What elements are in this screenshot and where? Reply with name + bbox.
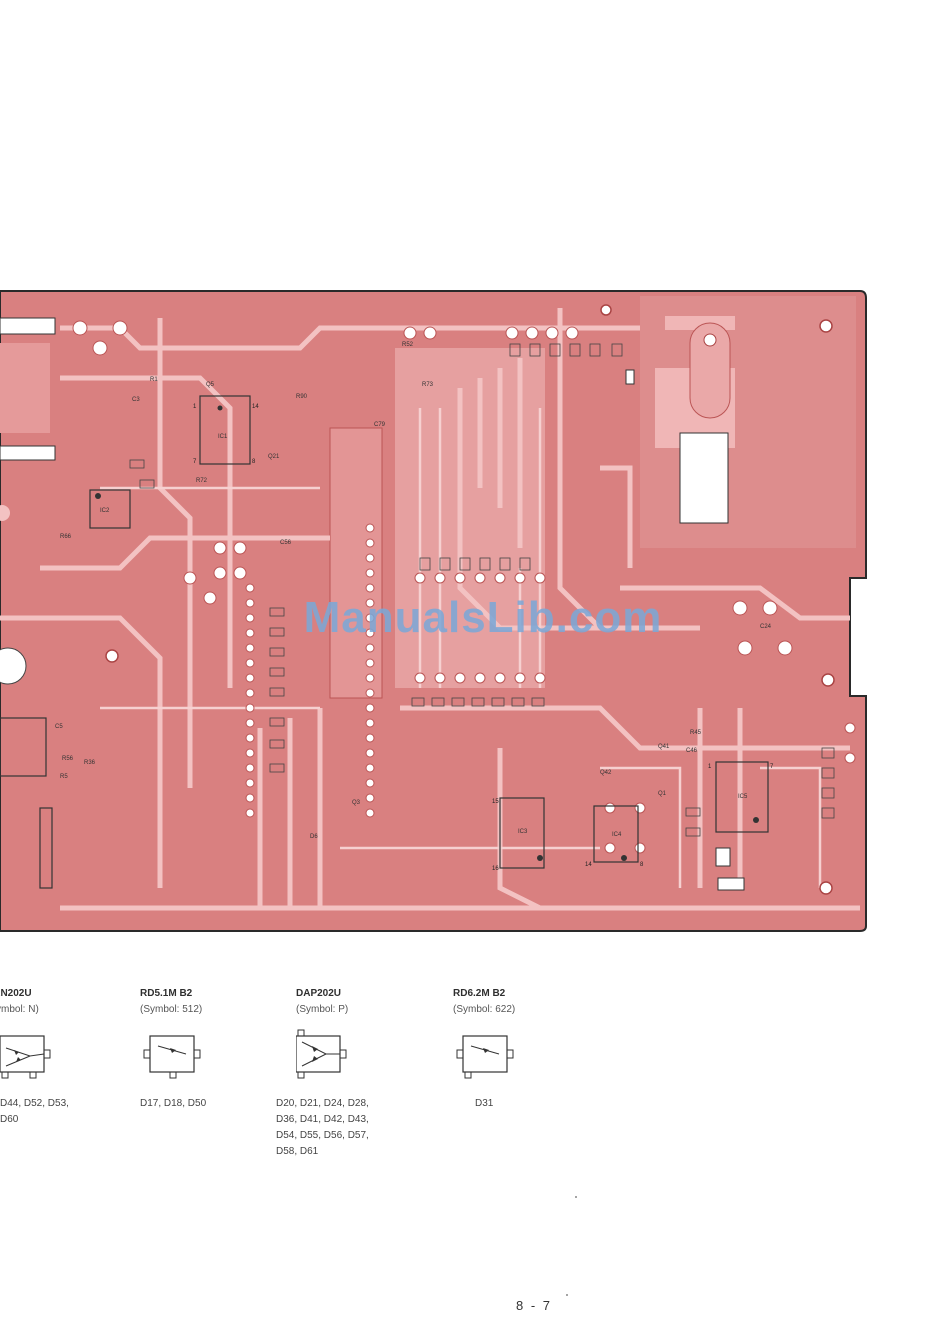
diode-name: RD5.1M B2 xyxy=(140,988,193,999)
board-label: D6 xyxy=(310,834,318,840)
diode-ref-line: D17, D18, D50 xyxy=(140,1098,207,1109)
pin-label: 16 xyxy=(492,866,499,872)
diode-package-icon xyxy=(0,1026,150,1092)
pcb-layout-drawing: Q5 C3 R1 IC1 IC2 IC3 IC4 IC5 R52 R73 Q41… xyxy=(0,290,867,932)
board-label: C56 xyxy=(280,540,292,546)
diode-symbol: (Symbol: N) xyxy=(0,1004,39,1015)
diode-ref-line: D36, D41, D42, D43, xyxy=(276,1114,369,1125)
diode-symbol: (Symbol: P) xyxy=(296,1004,349,1015)
pcb-board: Q5 C3 R1 IC1 IC2 IC3 IC4 IC5 R52 R73 Q41… xyxy=(0,288,870,933)
diode-name: RD6.2M B2 xyxy=(453,988,506,999)
diode-refs: D20, D21, D24, D28, D36, D41, D42, D43, … xyxy=(276,1096,426,1160)
board-label: R45 xyxy=(690,730,702,736)
diode-symbol: (Symbol: 512) xyxy=(140,1004,203,1015)
pin-label: 14 xyxy=(585,862,592,868)
board-label: R5 xyxy=(60,774,68,780)
diode-ref-line: D60 xyxy=(0,1114,19,1125)
diode-ref-line: D54, D55, D56, D57, xyxy=(276,1130,369,1141)
board-label: IC5 xyxy=(738,794,748,800)
board-label: R66 xyxy=(60,534,72,540)
pin-label: 1 xyxy=(708,764,712,770)
diode-refs: D17, D18, D50 xyxy=(140,1096,290,1112)
pin-label: 15 xyxy=(492,799,499,805)
pin-label: 8 xyxy=(252,459,256,465)
board-label: Q5 xyxy=(206,382,215,388)
pin-label: 7 xyxy=(193,459,197,465)
board-label: C46 xyxy=(686,748,698,754)
board-label: IC3 xyxy=(518,829,528,835)
board-label: IC2 xyxy=(100,508,110,514)
diode-block-rd6-2m: RD6.2M B2 (Symbol: 622) D31 xyxy=(453,986,603,1112)
board-label: IC4 xyxy=(612,832,622,838)
diode-ref-line: D31 xyxy=(475,1098,494,1109)
diode-ref-line: D20, D21, D24, D28, xyxy=(276,1098,369,1109)
scan-speck xyxy=(566,1294,568,1296)
board-label: R1 xyxy=(150,377,158,383)
page-number: 8 - 7 xyxy=(516,1298,553,1313)
board-label: IC1 xyxy=(218,434,228,440)
board-label: C3 xyxy=(132,397,140,403)
diode-package-icon xyxy=(140,1026,290,1092)
board-label: R90 xyxy=(296,394,308,400)
diode-ref-line: D58, D61 xyxy=(276,1146,319,1157)
diode-block-rd5-1m: RD5.1M B2 (Symbol: 512) D17, D18, D50 xyxy=(140,986,290,1112)
board-label: C79 xyxy=(374,422,386,428)
diode-name: DAN202U xyxy=(0,988,32,999)
board-label: Q1 xyxy=(658,791,667,797)
diode-symbol: (Symbol: 622) xyxy=(453,1004,516,1015)
board-label: Q42 xyxy=(600,770,612,776)
watermark: ManualsLib.com xyxy=(303,593,663,642)
scan-speck xyxy=(575,1196,577,1198)
board-label: R56 xyxy=(62,756,74,762)
diode-package-icon xyxy=(453,1026,603,1092)
board-label: Q3 xyxy=(352,800,361,806)
board-label: R72 xyxy=(196,478,208,484)
diode-name: DAP202U xyxy=(296,988,342,999)
board-label: R52 xyxy=(402,342,414,348)
pin-label: 7 xyxy=(770,764,774,770)
diode-block-dan202u: DAN202U (Symbol: N) D44, D52, D53, D60 xyxy=(0,986,150,1128)
diode-refs: D44, D52, D53, D60 xyxy=(0,1096,150,1128)
board-label: C24 xyxy=(760,624,772,630)
diode-package-icon xyxy=(295,1026,426,1092)
board-label: C5 xyxy=(55,724,63,730)
diode-refs: D31 xyxy=(475,1096,603,1112)
pin-label: 1 xyxy=(193,404,197,410)
board-label: R73 xyxy=(422,382,434,388)
board-label: R36 xyxy=(84,760,96,766)
board-label: Q41 xyxy=(658,744,670,750)
diode-block-dap202u: DAP202U (Symbol: P) D20, D21, D24, D28, … xyxy=(276,986,426,1160)
diode-ref-line: D44, D52, D53, xyxy=(0,1098,69,1109)
pin-label: 8 xyxy=(640,862,644,868)
board-label: Q21 xyxy=(268,454,280,460)
pin-label: 14 xyxy=(252,404,259,410)
